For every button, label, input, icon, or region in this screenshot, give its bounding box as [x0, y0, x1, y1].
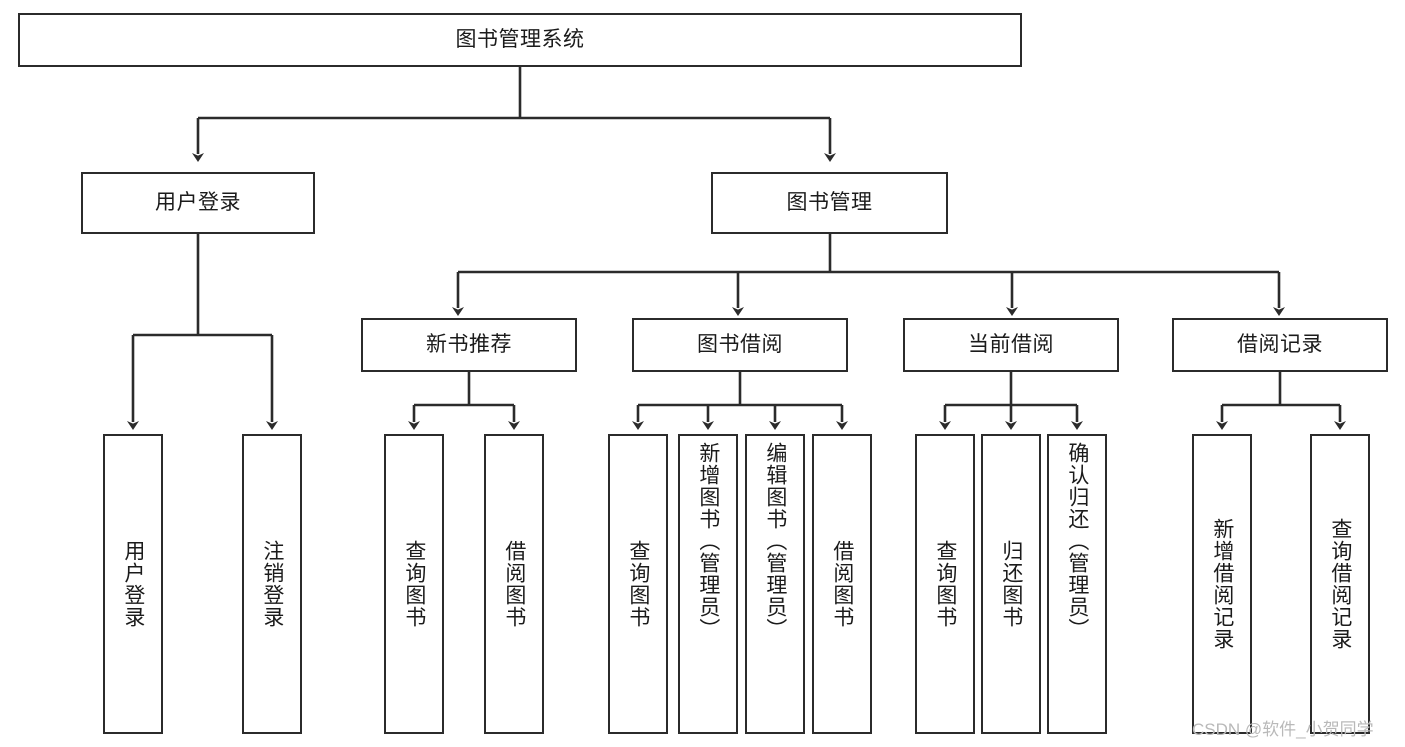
leaf-record-query-record[interactable]: 查询借阅记录 [1310, 434, 1370, 734]
leaf-borrow-query-book[interactable]: 查询图书 [608, 434, 668, 734]
leaf-borrow-borrow-book[interactable]: 借阅图书 [812, 434, 872, 734]
leaf-recommend-query-book[interactable]: 查询图书 [384, 434, 444, 734]
leaf-label: 借阅图书 [830, 540, 854, 628]
leaf-user-login-login[interactable]: 用户登录 [103, 434, 163, 734]
node-current-borrow[interactable]: 当前借阅 [903, 318, 1119, 372]
leaf-label: 查询图书 [933, 540, 957, 628]
leaf-recommend-borrow-book[interactable]: 借阅图书 [484, 434, 544, 734]
leaf-label: 用户登录 [121, 540, 145, 628]
leaf-label: 借阅图书 [502, 540, 526, 628]
leaf-label: 归还图书 [999, 540, 1023, 628]
leaf-label: 注销登录 [260, 540, 284, 628]
leaf-record-add-record[interactable]: 新增借阅记录 [1192, 434, 1252, 734]
node-root-label: 图书管理系统 [455, 28, 585, 52]
leaf-label: 确认归还（管理员） [1065, 442, 1089, 640]
leaf-label: 新增图书（管理员） [696, 442, 720, 640]
leaf-current-query-book[interactable]: 查询图书 [915, 434, 975, 734]
node-user-login-label: 用户登录 [155, 191, 241, 215]
leaf-label: 编辑图书（管理员） [763, 442, 787, 640]
leaf-label: 新增借阅记录 [1210, 518, 1234, 650]
leaf-label: 查询图书 [626, 540, 650, 628]
node-book-management[interactable]: 图书管理 [711, 172, 948, 234]
node-book-borrow[interactable]: 图书借阅 [632, 318, 848, 372]
leaf-borrow-edit-book-admin[interactable]: 编辑图书（管理员） [745, 434, 805, 734]
leaf-label: 查询借阅记录 [1328, 518, 1352, 650]
leaf-current-confirm-return-admin[interactable]: 确认归还（管理员） [1047, 434, 1107, 734]
node-borrow-record[interactable]: 借阅记录 [1172, 318, 1388, 372]
node-new-book-recommend-label: 新书推荐 [426, 333, 512, 357]
node-user-login[interactable]: 用户登录 [81, 172, 315, 234]
node-book-borrow-label: 图书借阅 [697, 333, 783, 357]
node-borrow-record-label: 借阅记录 [1237, 333, 1323, 357]
leaf-label: 查询图书 [402, 540, 426, 628]
node-book-management-label: 图书管理 [786, 191, 873, 215]
node-new-book-recommend[interactable]: 新书推荐 [361, 318, 577, 372]
leaf-borrow-add-book-admin[interactable]: 新增图书（管理员） [678, 434, 738, 734]
node-root[interactable]: 图书管理系统 [18, 13, 1022, 67]
leaf-current-return-book[interactable]: 归还图书 [981, 434, 1041, 734]
node-current-borrow-label: 当前借阅 [968, 333, 1054, 357]
leaf-user-login-logout[interactable]: 注销登录 [242, 434, 302, 734]
